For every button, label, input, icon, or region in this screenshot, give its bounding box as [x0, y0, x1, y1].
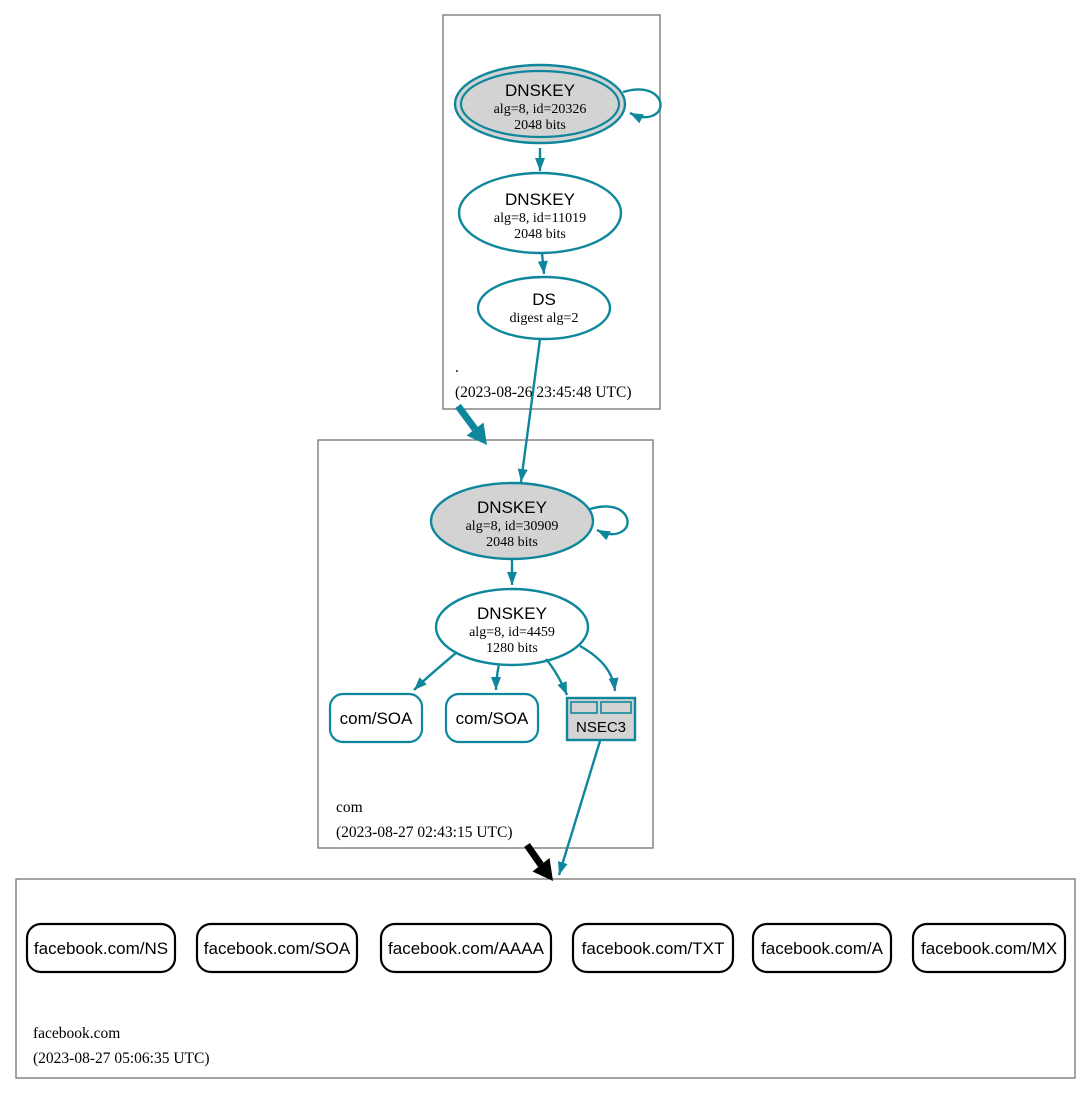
facebook-mx-node[interactable]: facebook.com/MX — [911, 922, 1067, 974]
root-ds-node[interactable]: DS digest alg=2 — [476, 275, 612, 341]
facebook-soa-node[interactable]: facebook.com/SOA — [195, 922, 359, 974]
zone-box-facebook — [15, 878, 1076, 1079]
edge-com-to-facebook-delegation — [524, 842, 544, 868]
edge-root-to-com-delegation — [455, 403, 478, 432]
root-zone-label: . — [455, 359, 459, 376]
edge-ds-to-com-ksk — [517, 338, 542, 483]
facebook-aaaa-node[interactable]: facebook.com/AAAA — [379, 922, 553, 974]
edge-nsec3-to-facebook — [557, 740, 602, 876]
com-ksk-node[interactable]: DNSKEY alg=8, id=30909 2048 bits — [429, 481, 595, 561]
facebook-soa-label: facebook.com/SOA — [204, 939, 351, 958]
com-zsk-detail1: alg=8, id=4459 — [469, 625, 555, 640]
edge-com-to-facebook-delegation-head — [532, 858, 553, 881]
root-zsk-detail2: 2048 bits — [514, 227, 566, 242]
facebook-mx-label: facebook.com/MX — [921, 939, 1057, 958]
root-ksk-title: DNSKEY — [505, 81, 575, 100]
com-zsk-title: DNSKEY — [477, 604, 547, 623]
com-nsec3-node[interactable]: NSEC3 — [565, 696, 637, 742]
edge-com-zsk-to-soa1 — [413, 651, 458, 691]
root-ds-detail1: digest alg=2 — [510, 311, 579, 326]
facebook-ns-label: facebook.com/NS — [34, 939, 168, 958]
root-ds-title: DS — [532, 290, 556, 309]
root-zsk-title: DNSKEY — [505, 190, 575, 209]
facebook-aaaa-label: facebook.com/AAAA — [388, 939, 545, 958]
edge-root-to-com-delegation-head — [466, 422, 487, 445]
facebook-a-node[interactable]: facebook.com/A — [751, 922, 893, 974]
facebook-zone-timestamp: (2023-08-27 05:06:35 UTC) — [33, 1050, 210, 1067]
com-ksk-title: DNSKEY — [477, 498, 547, 517]
facebook-txt-node[interactable]: facebook.com/TXT — [571, 922, 735, 974]
root-ksk-node[interactable]: DNSKEY alg=8, id=20326 2048 bits — [453, 63, 627, 145]
root-ksk-detail2: 2048 bits — [514, 118, 566, 133]
com-zone-label: com — [336, 799, 363, 816]
edge-com-zsk-to-nsec3-a — [545, 658, 569, 696]
com-ksk-detail1: alg=8, id=30909 — [466, 519, 559, 534]
edge-com-ksk-selfsign — [589, 505, 629, 541]
root-zsk-detail1: alg=8, id=11019 — [494, 211, 586, 226]
com-soa-node-2[interactable]: com/SOA — [444, 692, 540, 744]
facebook-a-label: facebook.com/A — [761, 939, 884, 958]
edge-root-ksk-selfsign — [622, 88, 662, 124]
edge-root-zsk-to-ds — [537, 252, 548, 275]
root-zone-timestamp: (2023-08-26 23:45:48 UTC) — [455, 384, 632, 401]
com-zsk-node[interactable]: DNSKEY alg=8, id=4459 1280 bits — [434, 587, 590, 667]
facebook-txt-label: facebook.com/TXT — [582, 939, 725, 958]
root-zsk-node[interactable]: DNSKEY alg=8, id=11019 2048 bits — [457, 171, 623, 255]
com-soa-1-label: com/SOA — [340, 709, 413, 728]
edge-com-zsk-to-soa2 — [491, 663, 502, 691]
com-soa-node-1[interactable]: com/SOA — [328, 692, 424, 744]
root-ksk-detail1: alg=8, id=20326 — [494, 102, 587, 117]
facebook-ns-node[interactable]: facebook.com/NS — [25, 922, 177, 974]
edge-com-zsk-to-nsec3-b — [579, 644, 619, 692]
com-zone-timestamp: (2023-08-27 02:43:15 UTC) — [336, 824, 513, 841]
com-nsec3-label: NSEC3 — [576, 719, 626, 736]
com-zsk-detail2: 1280 bits — [486, 641, 538, 656]
com-ksk-detail2: 2048 bits — [486, 535, 538, 550]
facebook-zone-label: facebook.com — [33, 1025, 120, 1042]
com-soa-2-label: com/SOA — [456, 709, 529, 728]
